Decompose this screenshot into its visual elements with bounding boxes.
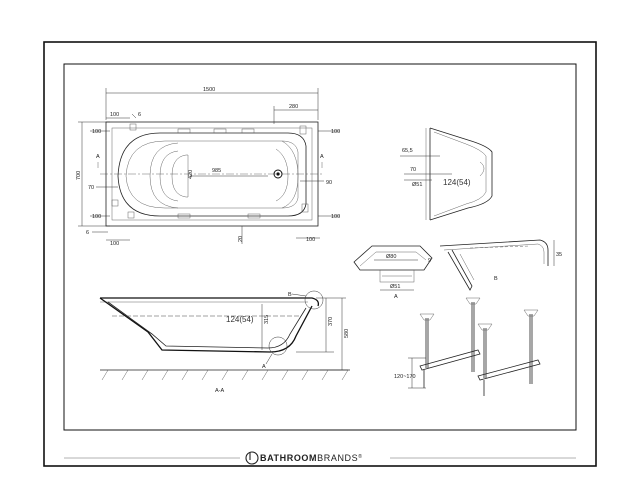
drain-hole — [273, 169, 283, 179]
dim-right-100-top: 100 — [331, 129, 340, 135]
brand-name: BATHROOMBRANDS® — [260, 453, 363, 463]
callout-b: B — [288, 292, 292, 298]
brand-name-light: BRANDS — [317, 453, 358, 463]
callout-b-circle — [304, 290, 324, 310]
callout-a-circle — [268, 336, 288, 356]
dim-tl-100: 100 — [110, 112, 119, 118]
section-capacity: 124(54) — [226, 315, 254, 324]
plan-view: 1500 280 100 6 700 100 100 70 A A 6 100 — [76, 87, 340, 247]
brand-name-bold: BATHROOM — [260, 453, 317, 463]
drain-dim-80: Ø80 — [386, 254, 396, 260]
drain-detail-view: Ø80 Ø51 A 9 — [353, 245, 433, 300]
dim-overall-width: 700 — [76, 171, 82, 180]
section-view: 124(54) 315 B A 370 580 — [99, 290, 350, 394]
dim-drain-offset: 280 — [289, 104, 298, 110]
legs-view: 120~170 — [394, 297, 541, 396]
side-dim-70: 70 — [410, 167, 416, 173]
section-mark-right: A — [320, 154, 324, 160]
side-capacity: 124(54) — [443, 178, 471, 187]
dim-right-90: 90 — [326, 180, 332, 186]
brand-footer: BATHROOMBRANDS® — [64, 451, 576, 465]
side-detail-view: 65,5 70 Ø51 124(54) — [400, 127, 493, 221]
dim-tl-6: 6 — [138, 112, 141, 118]
rim-dim-35: 35 — [556, 252, 562, 258]
dim-left-100-top: 100 — [92, 129, 101, 135]
inner-frame — [63, 63, 577, 431]
brand-registered-mark: ® — [358, 453, 362, 460]
dim-left-100-bottom: 100 — [92, 214, 101, 220]
dim-left-70: 70 — [88, 185, 94, 191]
dim-right-100-bottom: 100 — [331, 214, 340, 220]
dim-420: 420 — [188, 170, 194, 179]
side-dim-51: Ø51 — [412, 182, 422, 188]
rim-detail-view: 35 B — [439, 239, 562, 291]
section-dim-580: 580 — [344, 329, 350, 338]
callout-a: A — [262, 364, 266, 370]
section-dim-370: 370 — [328, 317, 334, 326]
dim-br-100: 100 — [306, 237, 315, 243]
dim-inner-length: 985 — [212, 168, 221, 174]
section-label: A-A — [215, 388, 225, 394]
floor-hatching — [101, 369, 349, 381]
dim-overall-length: 1500 — [203, 87, 215, 93]
side-dim-655: 65,5 — [402, 148, 413, 154]
legs-height-range: 120~170 — [394, 374, 416, 380]
drain-detail-label: A — [394, 294, 398, 300]
dim-bottom-20: 20 — [238, 236, 244, 242]
brand-logo-icon — [245, 451, 259, 465]
drain-dim-small: 9 — [428, 258, 431, 264]
section-mark-left: A — [96, 154, 100, 160]
outer-frame — [43, 41, 597, 467]
dim-bl-100: 100 — [110, 241, 119, 247]
dim-bl-6: 6 — [86, 230, 89, 236]
rim-detail-label: B — [494, 276, 498, 282]
section-dim-315: 315 — [264, 315, 270, 324]
drain-dim-51: Ø51 — [390, 284, 400, 290]
